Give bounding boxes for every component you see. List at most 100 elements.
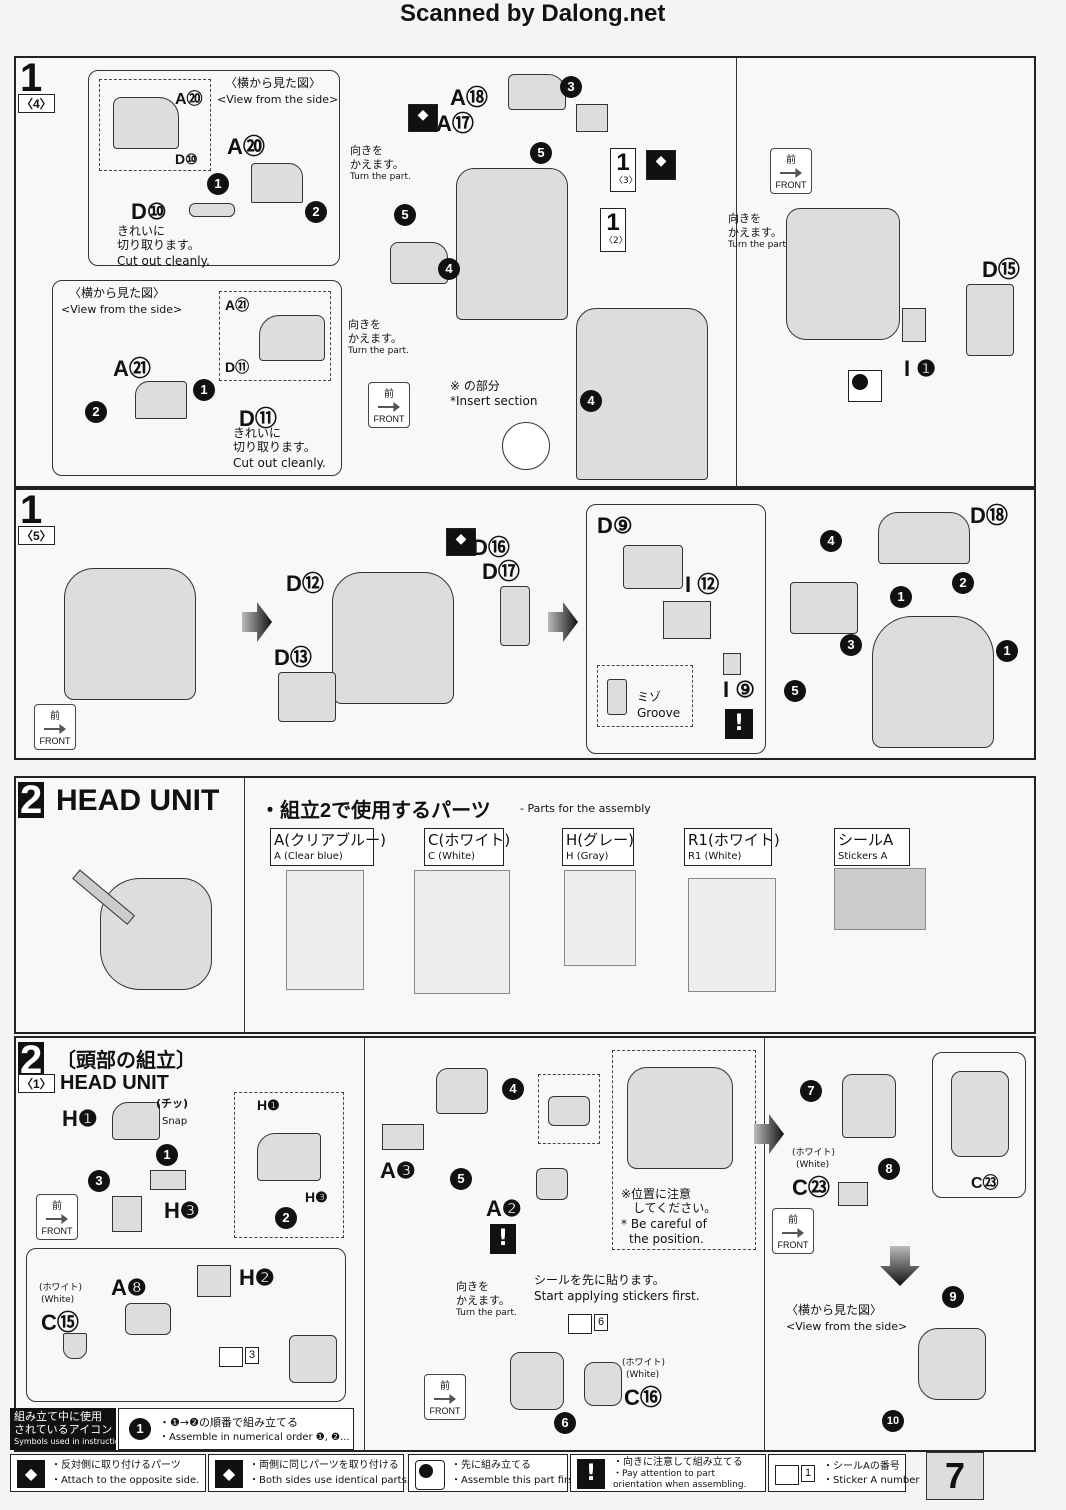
step-circle-2: 2: [952, 572, 974, 594]
step-title-jp: 〔頭部の組立〕: [56, 1050, 196, 1072]
runner-h-image: [564, 870, 636, 966]
groove-en: Groove: [637, 706, 681, 720]
part-label-a2: A❷: [486, 1196, 522, 1221]
opposite-side-icon: ◆: [408, 104, 438, 132]
step-circle-9: 9: [942, 1286, 964, 1308]
careful-jp2: してください。: [633, 1201, 717, 1215]
both-sides-icon: ◆: [646, 150, 676, 180]
side-view-title-jp: 〈横から見た図〉: [225, 76, 322, 90]
cut-note-jp1: きれいに: [117, 224, 166, 238]
part-label-i1: I ❶: [904, 356, 936, 381]
detail-inset: [538, 1074, 600, 1144]
part-label-h1: H❶: [62, 1106, 98, 1131]
detail-box-c23: C㉓: [932, 1052, 1026, 1198]
side-view-box-a21: 〈横から見た図〉 <View from the side> A㉑ D⑪ A㉑ 1…: [52, 280, 342, 476]
sticker-number-3: 3: [245, 1347, 260, 1364]
part-sketch: [663, 601, 711, 639]
white-en: (White): [41, 1295, 75, 1305]
legend-sticker-number: 1 ・シールAの番号 ・Sticker A number: [768, 1454, 919, 1492]
part-sketch: [902, 308, 926, 342]
part-label-i12: I ⑫: [685, 572, 720, 597]
step-circle-1: 1: [193, 379, 215, 401]
step-circle-3: 3: [88, 1170, 110, 1192]
step-circle-5: 5: [394, 204, 416, 226]
runner-a-label: A(クリアブルー) A (Clear blue): [270, 828, 386, 866]
torso-assembly: [872, 616, 994, 748]
part-label-d18: D⑱: [970, 503, 1008, 528]
cut-note-en: Cut out cleanly.: [117, 254, 210, 268]
parts-heading-en: - Parts for the assembly: [520, 802, 651, 815]
step-number: 1: [20, 488, 43, 532]
part-label-h2: H❷: [239, 1265, 275, 1290]
torso-assembly: [456, 168, 568, 320]
part-label-a3: A❸: [380, 1158, 416, 1183]
white-jp: (ホワイト): [792, 1148, 836, 1158]
part-sketch: [113, 97, 179, 149]
ref-step-1-3: 1〈3〉: [610, 148, 638, 192]
part-sketch: [436, 1068, 488, 1114]
turn-note-en: Turn the part.: [728, 240, 789, 250]
part-sketch: [112, 1196, 142, 1232]
ref-step-1-2: 1〈2〉: [600, 208, 628, 252]
substep-label: 〈5〉: [18, 526, 55, 545]
legend-assemble-first: ・先に組み立てる ・Assemble this part first.: [408, 1454, 580, 1492]
both-sides-icon: ◆: [215, 1460, 243, 1488]
sticker-first-jp: シールを先に貼ります。: [534, 1273, 665, 1287]
part-label-a8: A❽: [111, 1275, 147, 1300]
subassembly-box: D⑨ I ⑫ I ⑨ ミゾ Groove !: [586, 504, 766, 754]
groove-jp: ミゾ: [637, 690, 662, 704]
side-view-title-en: <View from the side>: [61, 303, 183, 316]
assemble-first-icon: [848, 370, 882, 402]
subassembly-box: (ホワイト) (White) C⑮ A❽ H❷ 3: [26, 1248, 346, 1402]
insert-note-jp: ※ の部分: [450, 379, 500, 393]
substep-label: 〈1〉: [18, 1074, 55, 1093]
part-sketch: [259, 315, 325, 361]
attention-icon: !: [490, 1224, 516, 1254]
step-circle-1: 1: [156, 1144, 178, 1166]
careful-jp1: ※位置に注意: [621, 1187, 692, 1201]
step-circle-1: 1: [996, 640, 1018, 662]
step-number: 1: [20, 56, 43, 100]
part-sketch: [189, 203, 235, 217]
part-label-d16: D⑯: [472, 535, 510, 560]
white-en: (White): [796, 1160, 830, 1170]
torso-assembly: [64, 568, 196, 700]
part-sketch: [508, 74, 566, 110]
stickers-a-image: [834, 868, 926, 930]
step-circle-3: 3: [560, 76, 582, 98]
part-sketch: [150, 1170, 186, 1190]
step-number: 2: [18, 778, 45, 822]
assemble-first-icon: [415, 1460, 445, 1490]
scanner-banner: Scanned by Dalong.net: [400, 0, 666, 27]
part-sketch: [842, 1074, 896, 1138]
part-sketch: [623, 545, 683, 589]
part-sketch: [536, 1168, 568, 1200]
part-label-i9: I ⑨: [723, 677, 755, 702]
part-label-c15: C⑮: [41, 1310, 79, 1335]
turn-note-en: Turn the part.: [350, 172, 411, 182]
parts-heading-jp: ・組立2で使用するパーツ: [260, 800, 491, 822]
careful-en1: * Be careful of: [621, 1217, 707, 1231]
turn-note-jp1: 向きを: [350, 144, 383, 157]
part-label-a21: A㉑: [225, 297, 250, 313]
step-circle-2: 2: [85, 401, 107, 423]
part-label-d15: D⑮: [982, 257, 1020, 282]
snap-en: Snap: [162, 1116, 188, 1127]
head-illustration: [100, 878, 212, 990]
part-sketch: [510, 1352, 564, 1410]
snap-jp: (チッ): [156, 1097, 189, 1110]
part-sketch: [627, 1067, 733, 1169]
part-sketch: [135, 381, 187, 419]
part-sketch: [723, 653, 741, 675]
side-view-title-en: <View from the side>: [786, 1320, 908, 1333]
step-circle-7: 7: [800, 1080, 822, 1102]
part-sketch: [584, 1362, 622, 1406]
part-sketch: [257, 1133, 321, 1181]
cut-note-jp2: 切り取ります。: [117, 238, 200, 252]
groove-inset: [597, 665, 693, 727]
step1-4-panel: 1 〈4〉 〈横から見た図〉 <View from the side> A⑳ D…: [14, 56, 1036, 488]
sticker-icon: [219, 1347, 243, 1367]
legend-numerical-order: 1 ・❶→❷の順番で組み立てる ・Assemble in numerical o…: [118, 1408, 354, 1450]
runner-r1-label: R1(ホワイト) R1 (White): [684, 828, 780, 866]
sticker-icon: [775, 1465, 799, 1485]
